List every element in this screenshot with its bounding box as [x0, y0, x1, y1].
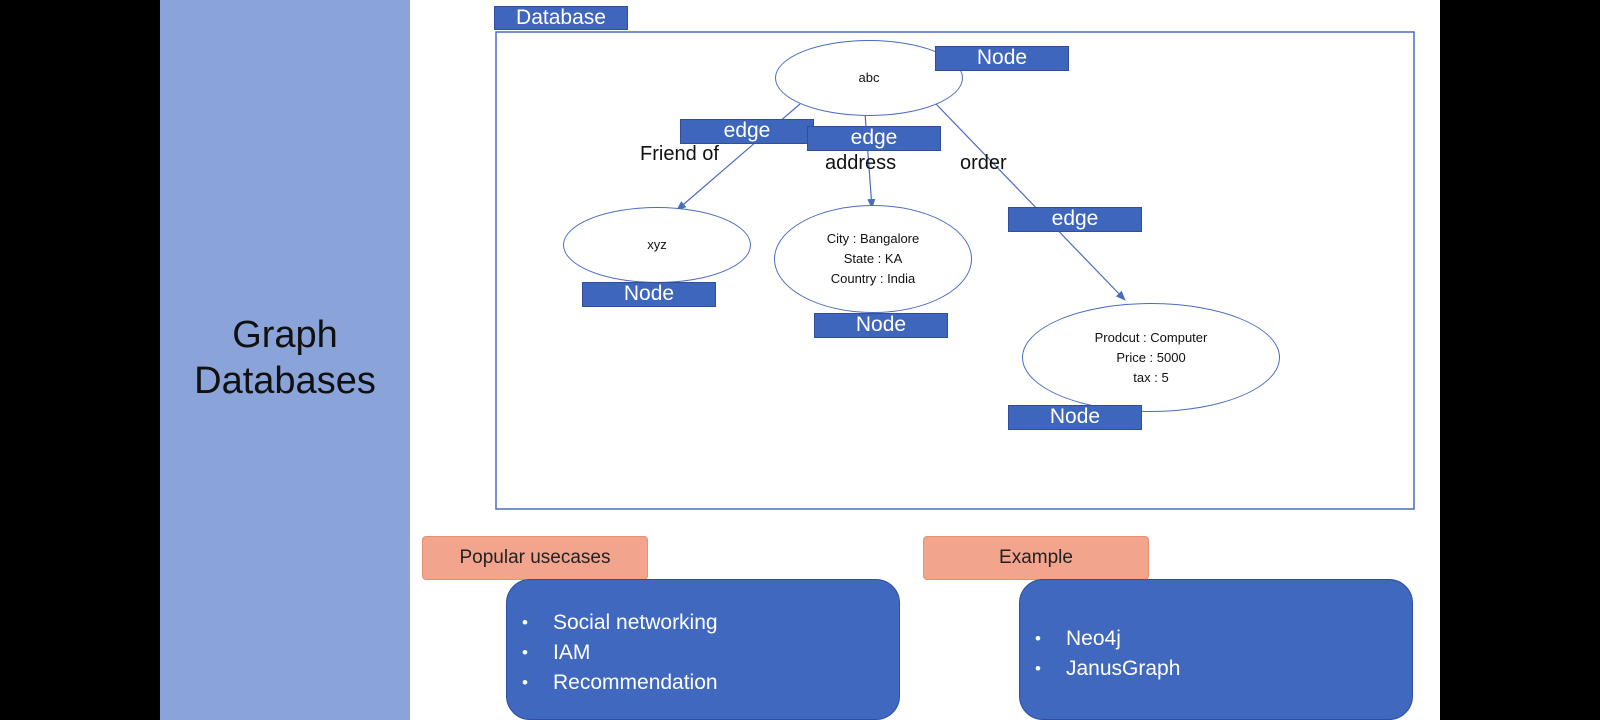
node-address-text: City : Bangalore State : KA Country : In… — [826, 231, 920, 286]
node-address-tag: Node — [814, 313, 948, 338]
node-xyz-text: xyz — [647, 237, 667, 252]
database-label: Database — [494, 6, 628, 30]
node-xyz-tag: Node — [582, 282, 716, 307]
edge-friend-label: Friend of — [640, 143, 719, 165]
sidebar: Graph Databases — [160, 0, 410, 720]
node-xyz: xyz — [563, 207, 751, 283]
edge-order-tag: edge — [1008, 207, 1142, 232]
usecases-card: Social networking IAM Recommendation — [506, 579, 900, 720]
node-abc-tag: Node — [935, 46, 1069, 71]
node-abc: abc — [775, 40, 963, 116]
usecases-list: Social networking IAM Recommendation — [507, 608, 899, 698]
usecase-item: Social networking — [507, 608, 899, 638]
edge-order-label: order — [960, 152, 1007, 174]
example-item: JanusGraph — [1020, 654, 1412, 684]
example-heading: Example — [923, 536, 1149, 580]
usecase-item: IAM — [507, 638, 899, 668]
graph-diagram — [495, 31, 1415, 510]
node-product-tag: Node — [1008, 405, 1142, 430]
example-card: Neo4j JanusGraph — [1019, 579, 1413, 720]
example-list: Neo4j JanusGraph — [1020, 624, 1412, 684]
edge-address-tag: edge — [807, 126, 941, 151]
slide: Graph Databases Database abc Node edge e… — [160, 0, 1440, 720]
node-address: City : Bangalore State : KA Country : In… — [774, 205, 972, 313]
example-item: Neo4j — [1020, 624, 1412, 654]
slide-title-line1: Graph — [232, 314, 338, 356]
edge-address-label: address — [825, 152, 897, 174]
usecases-heading: Popular usecases — [422, 536, 648, 580]
usecase-item: Recommendation — [507, 668, 899, 698]
node-product: Prodcut : Computer Price : 5000 tax : 5 — [1022, 303, 1280, 412]
edge-friend-tag: edge — [680, 119, 814, 144]
database-frame — [495, 31, 1415, 510]
slide-title: Graph Databases — [160, 312, 410, 404]
node-abc-text: abc — [858, 70, 880, 85]
slide-title-line2: Databases — [194, 360, 376, 402]
node-product-text: Prodcut : Computer Price : 5000 tax : 5 — [1094, 329, 1208, 385]
edge-order-line — [935, 103, 1126, 301]
